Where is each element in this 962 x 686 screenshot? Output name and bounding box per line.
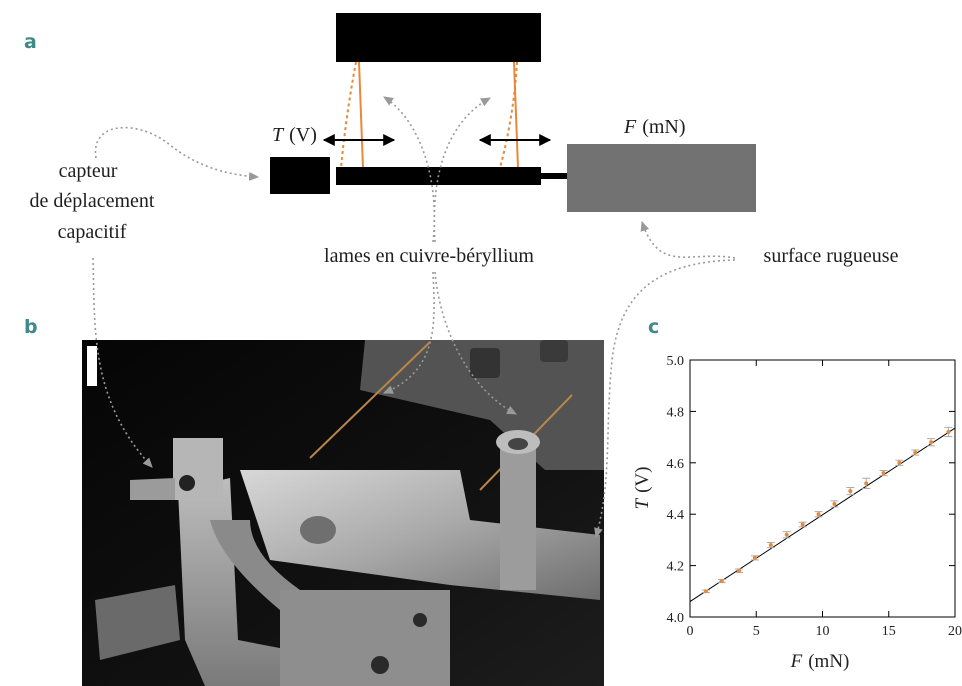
annotation-arrows: [92, 96, 736, 539]
plot-frame: [689, 359, 956, 618]
arrow-blades-to-photo-blade2: [434, 271, 517, 415]
data-point: [895, 459, 904, 466]
x-tick-label: 20: [948, 624, 962, 639]
data-point: [927, 438, 936, 447]
blade-left: [358, 61, 364, 169]
photo-beam-hole: [300, 516, 336, 544]
point-marker: [832, 501, 837, 506]
point-marker: [816, 512, 821, 517]
point-marker: [848, 489, 853, 494]
photo-bottom-screw1: [371, 656, 389, 674]
point-marker: [929, 440, 934, 445]
data-point: [830, 500, 839, 508]
y-tick-label: 4.6: [667, 457, 685, 472]
data-point: [735, 568, 744, 574]
y-tick-label: 4.8: [667, 405, 685, 420]
data-points-group: [701, 426, 953, 594]
point-marker: [737, 568, 742, 573]
surface-label: surface rugueuse: [764, 245, 899, 267]
x-axis-label: F(mN): [790, 651, 850, 672]
data-point: [846, 486, 855, 496]
arrow-blades-to-right-blade: [433, 97, 491, 243]
data-point: [766, 541, 775, 549]
top-mount-block: [336, 13, 541, 62]
arrow-blades-to-photo-blade1: [382, 271, 435, 394]
photo-bottom-screw2: [413, 613, 427, 627]
data-point: [944, 426, 953, 438]
point-marker: [881, 471, 886, 476]
point-marker: [946, 429, 951, 434]
photo-screw-top1: [470, 348, 500, 378]
data-point: [911, 449, 920, 456]
photo-vertical-screw: [500, 440, 536, 590]
blade-right: [513, 61, 519, 169]
rough-surface-block: [567, 144, 756, 212]
schematic: T(V) F(mN) capteur de déplacement capaci…: [30, 13, 899, 267]
fit-line-group: [689, 427, 956, 602]
data-point: [717, 578, 726, 584]
panel-label-a: a: [24, 31, 37, 53]
x-tick-label: 10: [816, 624, 830, 639]
axis-ticks: 0 5 10 15 20 4.0 4.2 4.4 4.6 4.8 5.0: [667, 354, 962, 639]
photo-sensor-holder: [173, 438, 223, 500]
point-marker: [784, 532, 789, 537]
photo: [82, 340, 604, 686]
sensor-label-line2: de déplacement: [30, 190, 155, 212]
x-tick-label: 0: [687, 624, 694, 639]
chart: 0 5 10 15 20 4.0 4.2 4.4 4.6 4.8 5.0 F(mN) T(V): [632, 354, 962, 672]
data-point: [782, 531, 791, 539]
point-marker: [719, 579, 724, 584]
point-marker: [864, 481, 869, 486]
photo-screw-socket: [508, 438, 528, 450]
photo-bottom-stage: [280, 590, 450, 686]
arrow-surface-to-photo: [594, 259, 736, 539]
photo-l-arm: [178, 478, 290, 686]
photo-holder-screw: [179, 475, 195, 491]
photo-bottom-knob: [95, 585, 180, 660]
y-tick-label: 5.0: [667, 354, 685, 369]
point-marker: [800, 522, 805, 527]
photo-arm-curve: [210, 520, 300, 610]
sensor-label-line3: capacitif: [58, 221, 127, 243]
arrow-surface-to-block: [640, 220, 736, 259]
scale-bar: [87, 346, 97, 386]
bar-link: [541, 173, 569, 179]
data-point: [701, 589, 710, 594]
data-point: [814, 511, 823, 518]
point-marker: [752, 555, 757, 560]
arrow-sensor-to-block: [94, 126, 260, 181]
y-tick-label: 4.2: [667, 560, 685, 575]
y-tick-label: 4.4: [667, 508, 685, 523]
photo-capacitive-probe: [130, 478, 175, 500]
f-label: F(mN): [623, 116, 686, 138]
x-tick-label: 5: [753, 624, 760, 639]
x-tick-label: 15: [882, 624, 896, 639]
point-marker: [703, 589, 708, 594]
capacitive-sensor-block: [270, 157, 330, 194]
data-point: [879, 470, 888, 477]
y-axis-label: T(V): [632, 467, 653, 510]
t-label: T(V): [272, 124, 317, 146]
panel-label-c: c: [648, 316, 659, 338]
fit-line: [689, 427, 956, 602]
point-marker: [768, 543, 773, 548]
data-point: [798, 521, 807, 528]
blade-left-deflected: [340, 61, 357, 169]
blades-label: lames en cuivre-béryllium: [324, 245, 534, 267]
panel-label-b: b: [24, 316, 38, 338]
photo-screw-top2: [540, 340, 568, 362]
point-marker: [913, 450, 918, 455]
data-point: [862, 477, 871, 489]
arrow-sensor-to-photo: [92, 257, 153, 468]
photo-top-mount: [360, 340, 604, 470]
sensor-label-line1: capteur: [59, 160, 118, 182]
point-marker: [897, 460, 902, 465]
photo-blade-1: [309, 341, 431, 459]
y-tick-label: 4.0: [667, 611, 685, 626]
data-point: [750, 555, 759, 561]
